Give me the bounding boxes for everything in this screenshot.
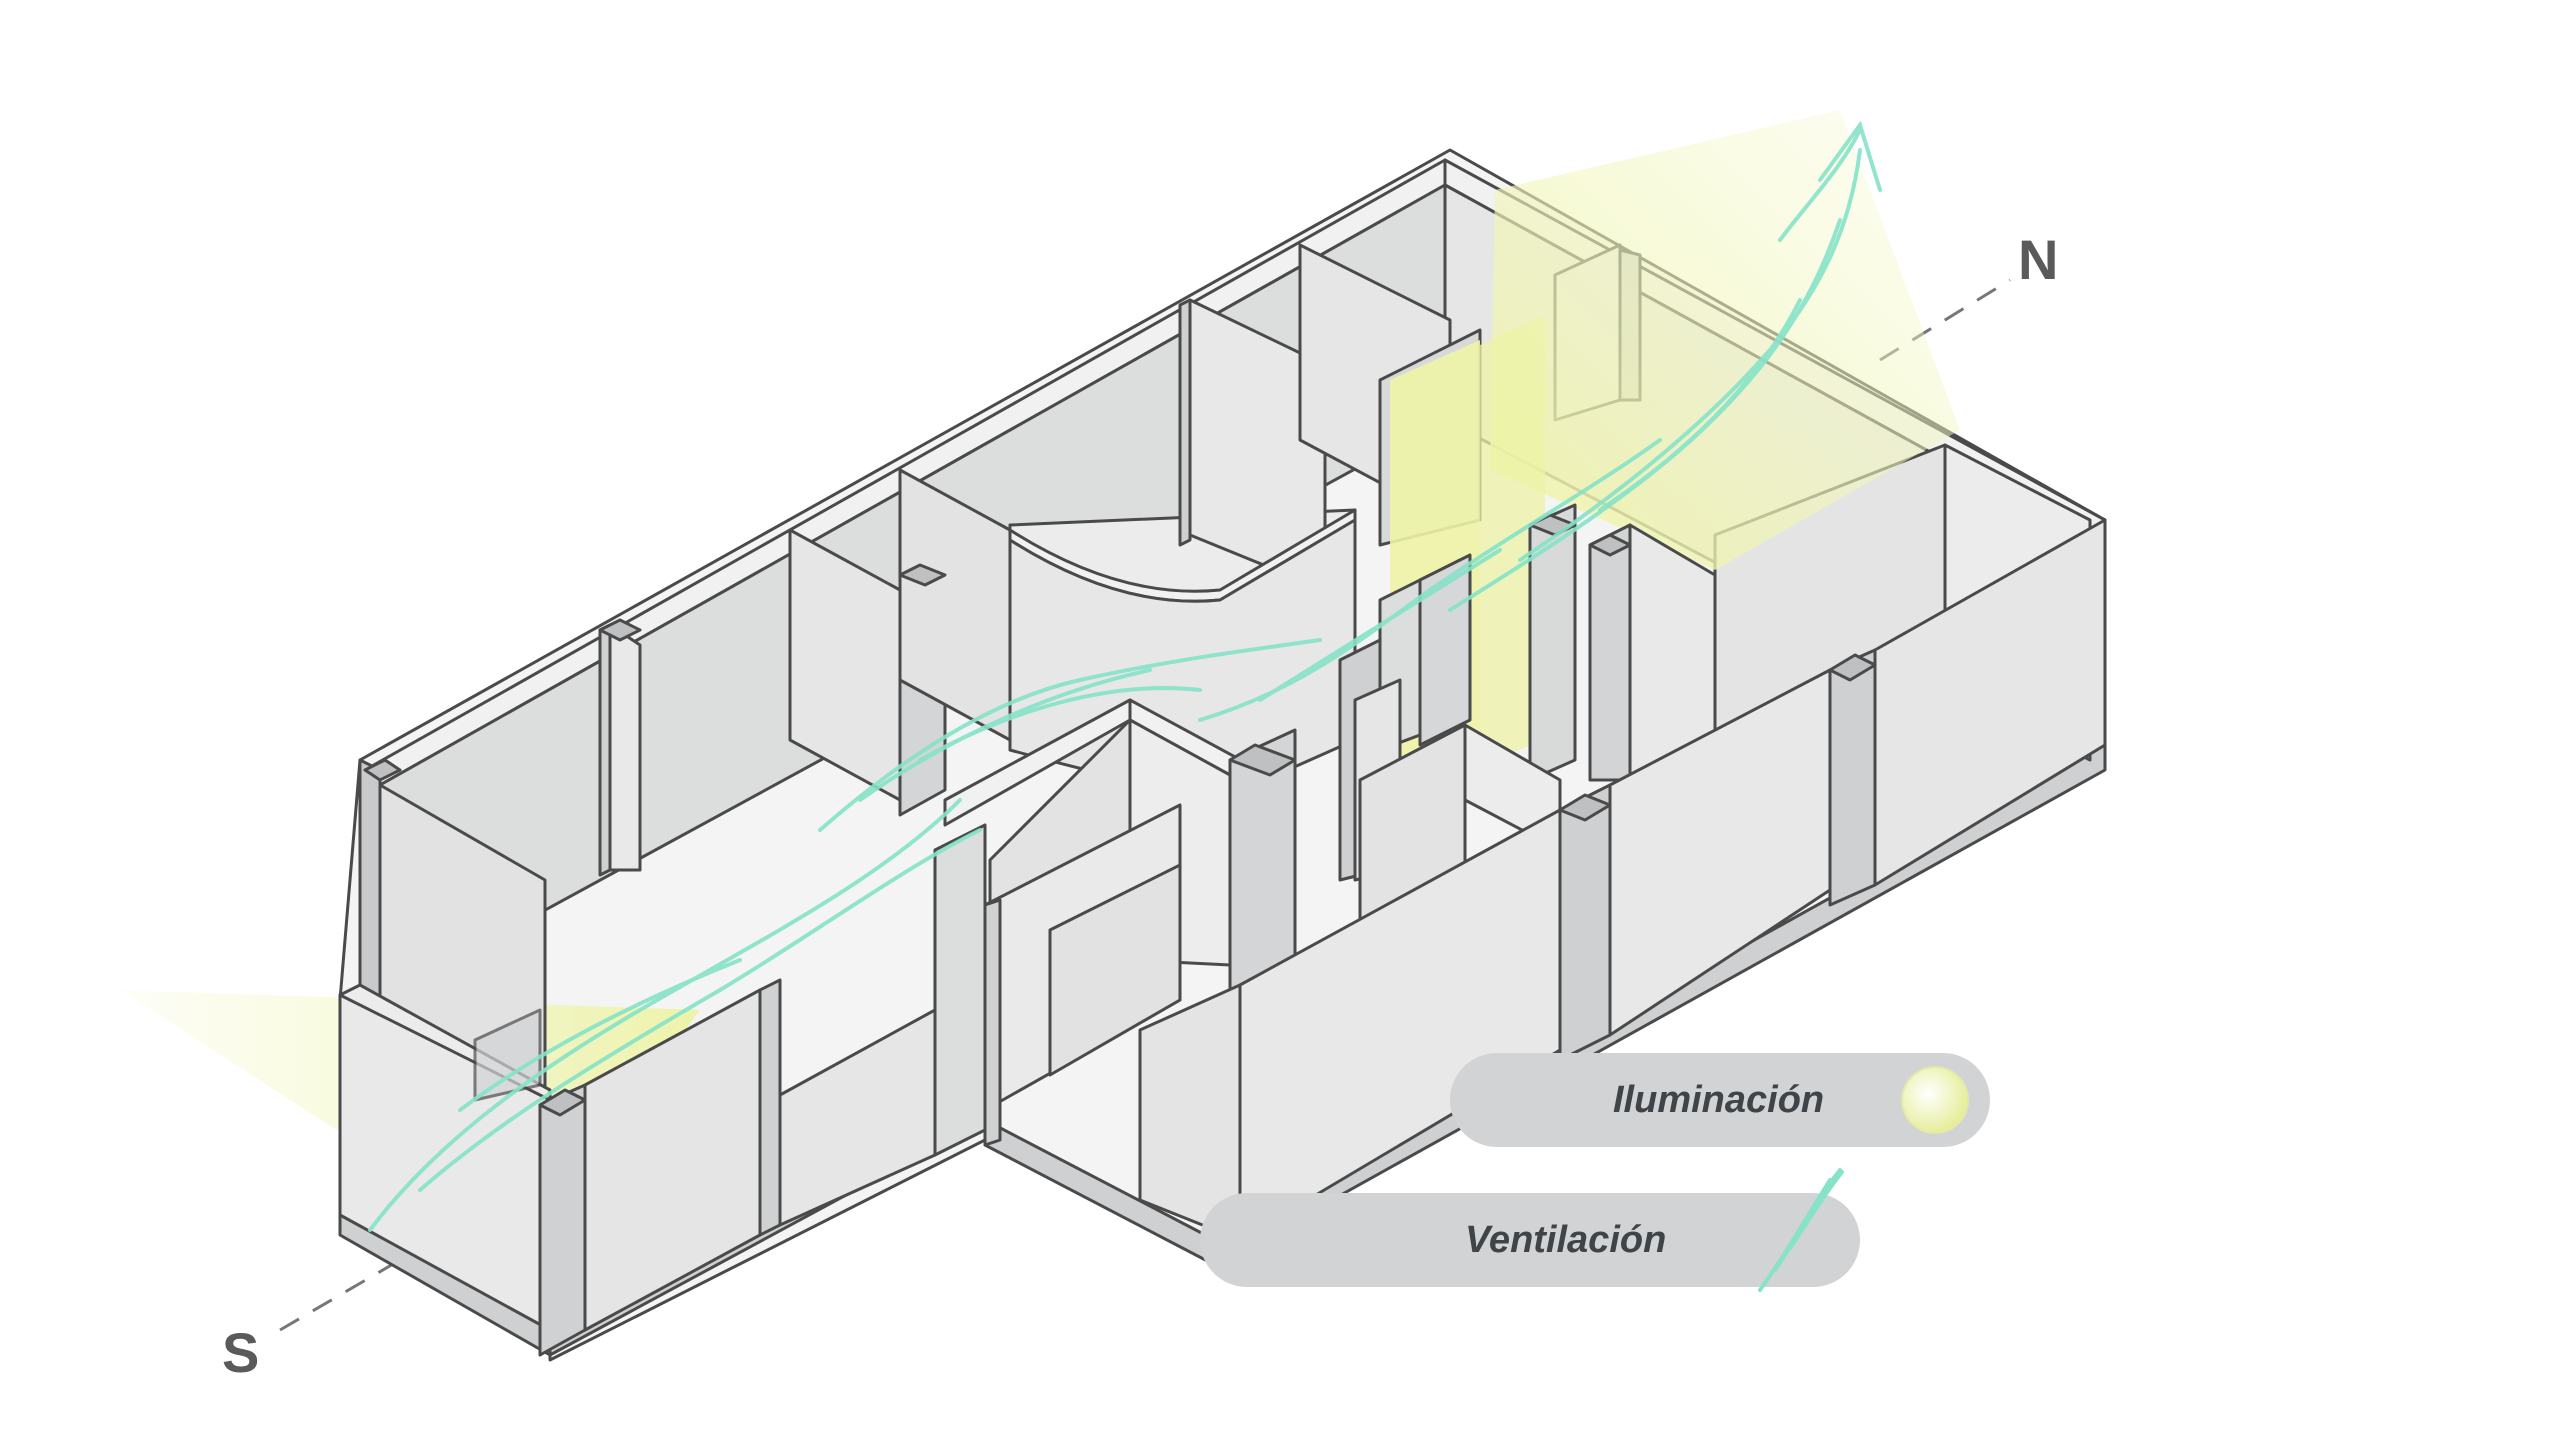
south-label: S (222, 1321, 260, 1384)
north-south-axis (279, 278, 2011, 1332)
north-label: N (2018, 228, 2059, 291)
illumination-legend-label: Iluminación (1613, 1079, 1825, 1121)
ventilation-legend-label: Ventilación (1465, 1219, 1667, 1261)
front-walls (338, 518, 2107, 1357)
ventilation-legend-pill (1200, 1193, 1860, 1287)
illumination-legend-pill (1450, 1053, 1990, 1147)
ventilation-flow (368, 120, 1882, 1232)
